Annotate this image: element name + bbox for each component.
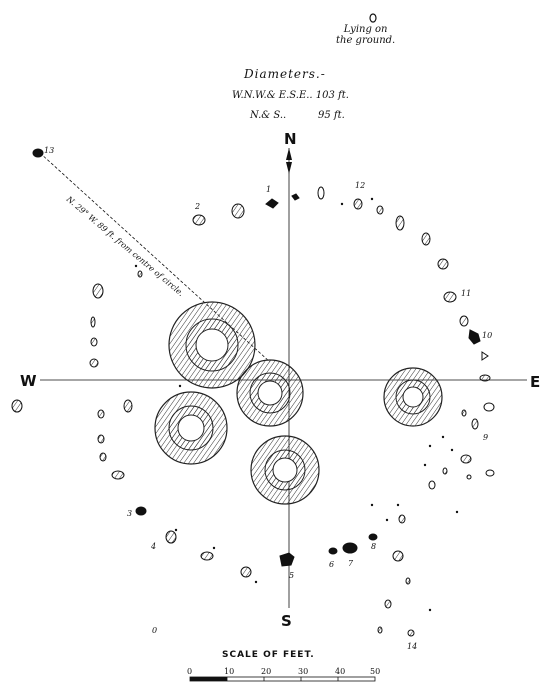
stone	[485, 469, 495, 477]
stone-number-labels: 1 2 3 4 5 6 7 8 9 10 11 12 13 14 15	[44, 146, 492, 651]
stone	[368, 533, 378, 541]
stone	[468, 329, 481, 345]
scale-tick-30: 30	[298, 667, 308, 676]
stone-number-11: 11	[461, 289, 471, 298]
stone	[353, 198, 363, 210]
stone	[466, 474, 472, 480]
stone	[99, 452, 107, 462]
scale-bar: 0 10 20 30 40 50	[187, 667, 380, 682]
scale-tick-20: 20	[261, 667, 271, 676]
compass-north-label: N	[284, 130, 297, 148]
stone	[11, 399, 23, 413]
stone	[342, 542, 358, 554]
cairn-southwest	[154, 391, 228, 465]
stone	[376, 205, 384, 215]
bearing-line	[39, 152, 271, 363]
stone	[97, 434, 105, 444]
legend-lying-on-ground: Lying on the ground.	[336, 24, 395, 46]
cairn-south	[250, 435, 320, 505]
stone	[328, 547, 338, 555]
scale-tick-10: 10	[224, 667, 234, 676]
stone	[407, 629, 415, 637]
stone	[461, 409, 467, 417]
diameter-wnw-ese: W.N.W.& E.S.E.. 103 ft.	[232, 90, 349, 101]
stone-number-5: 5	[289, 571, 294, 580]
stone	[231, 203, 245, 219]
stone	[443, 291, 457, 303]
scale-tick-0: 0	[187, 667, 192, 676]
stone-number-3: 3	[127, 509, 132, 518]
stone	[442, 467, 448, 475]
stone	[135, 506, 147, 516]
stone	[483, 402, 495, 412]
diameters-title: Diameters.-	[244, 67, 326, 81]
stone	[405, 577, 411, 585]
stone	[395, 215, 405, 231]
stone	[384, 599, 392, 609]
scale-title: SCALE OF FEET.	[222, 650, 315, 660]
stone	[459, 315, 469, 327]
stone	[479, 374, 491, 382]
stone	[123, 399, 133, 413]
legend-line-1: Lying on	[343, 24, 388, 35]
stone	[471, 418, 479, 430]
stone	[97, 409, 105, 419]
cairn-centre	[236, 359, 304, 427]
stone	[265, 198, 279, 209]
stone	[92, 283, 104, 299]
pebbles	[134, 197, 459, 612]
stone-number-9: 9	[483, 433, 488, 442]
standing-stones	[11, 148, 495, 637]
stone	[377, 626, 383, 634]
stone	[32, 148, 44, 158]
stone	[279, 552, 295, 567]
stone	[89, 358, 99, 368]
stone	[437, 258, 449, 270]
stone	[291, 193, 300, 201]
bearing-label: N. 29° W. 89 ft. from centre of circle.	[64, 194, 186, 298]
stone	[398, 514, 406, 524]
scale-tick-40: 40	[335, 667, 345, 676]
legend-stone-symbol	[369, 13, 377, 23]
stone	[137, 270, 143, 278]
stone	[192, 214, 206, 226]
stone	[421, 232, 431, 246]
stone-number-12: 12	[355, 181, 365, 190]
stone-number-4: 4	[150, 542, 156, 551]
stone	[165, 530, 177, 544]
stone-number-7: 7	[348, 559, 354, 568]
stone-number-14: 14	[407, 642, 417, 651]
stone-number-13: 13	[44, 146, 54, 155]
north-arrow-icon	[286, 148, 292, 174]
stone-number-10: 10	[482, 331, 492, 340]
stone-number-6: 6	[329, 560, 334, 569]
scale-tick-50: 50	[370, 667, 380, 676]
stone	[200, 551, 214, 561]
stone	[111, 470, 125, 480]
stone	[90, 316, 96, 328]
stone-number-1: 1	[266, 185, 271, 194]
bearing-label-text: N. 29° W. 89 ft. from centre of circle.	[64, 194, 186, 298]
compass-west-label: W	[20, 372, 37, 390]
stone	[90, 337, 98, 347]
cairn-east	[383, 367, 443, 427]
diameter-n-s: N.& S.. 95 ft.	[250, 110, 345, 121]
stone	[428, 480, 436, 490]
stone	[240, 566, 252, 578]
stone	[481, 351, 489, 361]
legend-line-2: the ground.	[336, 35, 396, 46]
stone	[392, 550, 404, 562]
stone-number-8: 8	[371, 542, 376, 551]
stone	[317, 186, 325, 200]
compass-south-label: S	[281, 612, 292, 630]
stone	[460, 454, 472, 464]
stone-number-0: 0	[152, 626, 157, 635]
cairn-northwest	[168, 301, 256, 389]
stone-number-2: 2	[194, 202, 200, 211]
compass-east-label: E	[530, 373, 541, 391]
